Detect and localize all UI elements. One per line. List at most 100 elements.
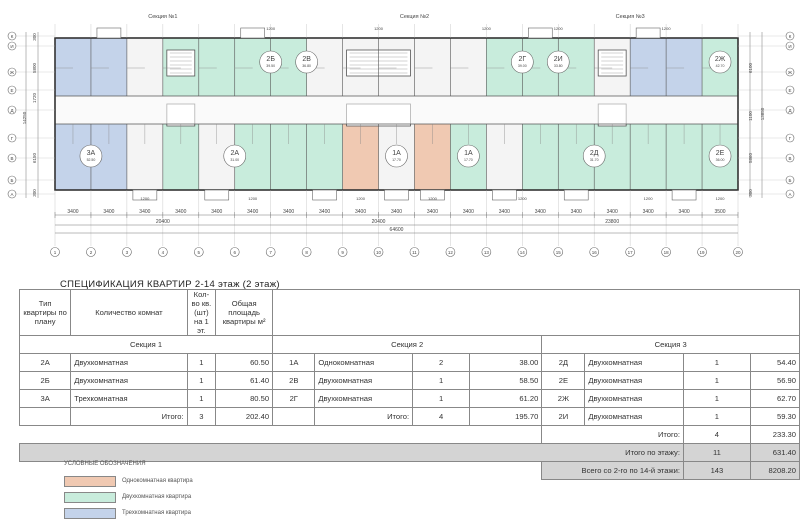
cell-type: 2Е [541,371,586,390]
legend-title: УСЛОВНЫЕ ОБОЗНАЧЕНИЯ [64,461,146,467]
cell-count: 1 [682,371,751,390]
dimension-label: 3400 [571,209,582,215]
dimension-label: 1720 [32,92,37,103]
apartment-area: 42.70 [716,64,725,68]
apartment-area: 33.80 [554,64,563,68]
axis-label: Г [789,136,792,141]
apartment-code: 2Б [266,56,275,63]
dimension-label: 3400 [463,209,474,215]
apartment-marker [385,144,408,168]
stair-core [166,49,196,77]
apartment-marker [546,50,570,74]
dimension-label: 3400 [679,209,690,215]
axis-bubble [661,247,671,257]
dimension-label: 3400 [499,209,510,215]
dimension-small: 1200 [356,196,366,201]
dimension-small: 1200 [140,196,150,201]
all-total-count: 143 [682,461,751,480]
section-label: Секция №1 [148,14,177,20]
apartment-marker [708,50,732,74]
spec-title: СПЕЦИФИКАЦИЯ КВАРТИР 2-14 этаж (2 этаж) [60,279,280,290]
dimension-small: 1200 [662,26,672,31]
axis-label: В [788,156,791,161]
axis-label: 5 [198,250,201,255]
axis-bubble [265,247,276,257]
axis-label: Д [788,108,791,113]
cell-count: 1 [186,389,217,408]
axis-bubble [337,247,348,257]
cell-count: 1 [682,353,751,372]
all-total-area: 8208.20 [749,461,800,480]
cell-area: 38.00 [469,353,543,372]
balcony [312,189,337,201]
corridor [55,96,738,124]
legend-label-three-room: Трехкомнатная квартира [122,510,191,516]
axis-label: 14 [520,250,526,255]
legend-label-one-room: Однокомнатная квартира [122,478,193,484]
sec3-total-label: Итого: [584,425,684,444]
dimension-label: 5800 [32,62,37,73]
apartment-marker [457,144,480,168]
axis-label: 15 [556,250,562,255]
spec-header-row: Тип квартиры по плану Количество комнат … [18,289,800,336]
axis-label: Б [789,178,792,183]
dimension-label: 3400 [319,209,330,215]
dimension-label: 3400 [175,209,186,215]
header-count: Кол-во кв. (шт) на 1 эт. [186,289,217,336]
cell-count: 1 [412,389,471,408]
header-rooms: Количество комнат [70,289,188,336]
dimension-label: 3400 [535,209,546,215]
apartment-marker [79,144,103,168]
dimension-label: 3400 [103,209,114,215]
axis-label: 1 [54,250,57,255]
cell-count: 1 [186,353,217,372]
axis-label: А [10,192,13,197]
cell-count: 1 [682,389,751,408]
axis-label: К [789,34,792,39]
axis-label: И [10,44,13,49]
cell-area: 61.20 [469,389,543,408]
cell-count: 4 [412,407,471,426]
cell-type: 3А [18,389,72,408]
axis-label: Е [10,88,13,93]
axis-bubble [229,247,240,257]
axis-bubble [158,247,168,257]
axis-label: А [788,192,791,197]
cell-area: 58.50 [469,371,543,390]
axis-label: 8 [305,250,308,255]
cell-rooms: Двухкомнатная [70,353,188,372]
axis-label: 18 [664,250,670,255]
cell-count: 1 [186,371,217,390]
axis-label: Г [11,136,14,141]
cell-type [272,407,316,426]
axis-bubble [193,247,204,257]
dimension-small: 1200 [644,196,654,201]
cell-area: 59.30 [749,407,800,426]
cell-rooms: Двухкомнатная [584,371,684,390]
balcony [96,27,122,39]
section-3-title: Секция 3 [541,335,800,354]
axis-bubble [517,247,528,257]
dimension-total: 20400 [156,219,170,225]
apartment-code: 2Е [716,150,725,157]
axis-bubble [50,247,60,257]
apartment-code: 2И [554,56,563,63]
all-total-row: Всего со 2-го по 14-й этажи: 143 8208.20 [19,461,800,480]
dimension-label: 3400 [67,209,78,215]
section-label: Секция №2 [400,14,429,20]
dimension-label: 13850 [760,107,765,120]
cell-area: 54.40 [749,353,800,372]
cell-area: 195.70 [469,407,543,426]
apartment-code: 2Г [518,56,526,63]
dimension-label: 5860 [748,152,753,163]
axis-label: 20 [735,250,741,255]
axis-label: 9 [341,250,344,255]
all-total-label: Всего со 2-го по 14-й этажи: [541,461,684,480]
dimension-label: 300 [32,33,37,41]
sec3-total-area: 233.30 [749,425,800,444]
spec-table: Тип квартиры по плану Количество комнат … [18,289,800,480]
axis-label: В [10,156,13,161]
floor-plan: 3А52.502А31.002Б39.502В36.801А17.701А17.… [7,14,795,257]
